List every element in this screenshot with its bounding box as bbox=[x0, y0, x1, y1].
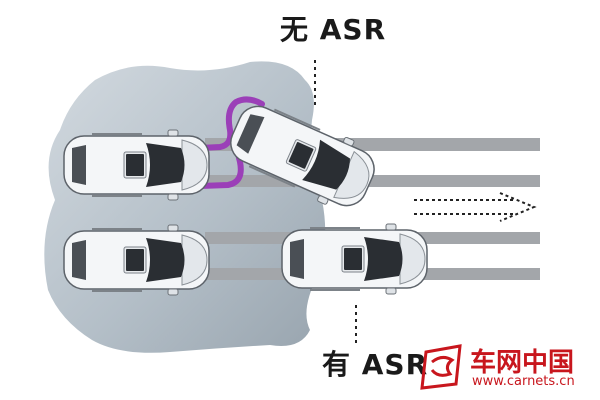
label-without-asr: 无 ASR bbox=[280, 13, 387, 46]
direction-arrow bbox=[414, 192, 537, 222]
label-with-asr: 有 ASR bbox=[322, 348, 429, 381]
car-without-asr bbox=[63, 129, 210, 201]
car-with-asr-left bbox=[63, 224, 210, 296]
carnets-logo-icon bbox=[420, 344, 462, 390]
watermark-brand-name: 车网中国 bbox=[470, 348, 575, 378]
icy-surface bbox=[44, 61, 326, 353]
watermark-url: www.carnets.cn bbox=[472, 374, 575, 389]
car-with-asr-right bbox=[281, 223, 428, 295]
watermark: 车网中国 www.carnets.cn bbox=[420, 340, 600, 396]
